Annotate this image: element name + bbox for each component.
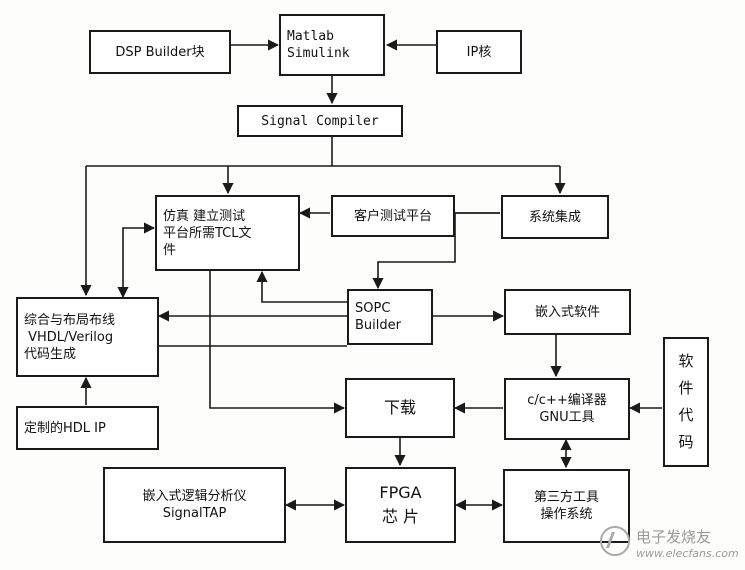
compiler-label-line2: GNU工具 (539, 410, 595, 425)
synthesis-label-line2: VHDL/Verilog (24, 329, 114, 345)
software-code-char1: 软 (678, 352, 694, 370)
system-integration-label: 系统集成 (528, 209, 581, 225)
fpga-label-line1: FPGA (379, 483, 422, 502)
arrow-simulation-to-download (209, 270, 346, 414)
fpga-label-line2: 芯 片 (381, 507, 420, 526)
logic-analyzer-label-line2: SignalTAP (162, 506, 227, 521)
watermark: 电子发烧友 www.elecfans.com (600, 520, 740, 564)
fpga-chip-box: FPGA 芯 片 (345, 467, 456, 543)
watermark-url: www.elecfans.com (636, 547, 739, 560)
watermark-text: 电子发烧友 (636, 528, 712, 546)
watermark-logo-icon (600, 526, 630, 556)
ip-core-box: IP核 (436, 30, 522, 74)
custom-hdl-ip-box: 定制的HDL IP (16, 406, 159, 450)
sopc-label-line1: SOPC (355, 301, 391, 316)
sopc-builder-box: SOPC Builder (347, 289, 433, 345)
sopc-label-line2: Builder (355, 318, 401, 333)
download-box: 下载 (345, 378, 455, 438)
software-code-char4: 码 (678, 433, 694, 451)
matlab-label-line1: Matlab (287, 29, 334, 44)
software-code-char2: 件 (678, 379, 694, 397)
arrow-sopc-to-simulation (256, 270, 347, 303)
client-test-platform-label: 客户测试平台 (353, 208, 432, 224)
compiler-box: c/c++编译器 GNU工具 (504, 378, 630, 440)
signal-compiler-box: Signal Compiler (237, 105, 403, 137)
compiler-label-line1: c/c++编译器 (527, 393, 607, 408)
system-integration-box: 系统集成 (501, 195, 609, 239)
third-party-tools-box: 第三方工具 操作系统 (503, 469, 630, 543)
embedded-software-label: 嵌入式软件 (534, 304, 600, 320)
arrow-system-to-sopc (372, 212, 500, 290)
synthesis-box: 综合与布局布线 VHDL/Verilog 代码生成 (16, 297, 159, 377)
dsp-builder-box: DSP Builder块 (89, 30, 231, 74)
matlab-simulink-box: Matlab Simulink (279, 14, 385, 76)
arrow-synthesis-simulation (117, 222, 156, 299)
synthesis-label-line3: 代码生成 (24, 346, 77, 362)
software-code-box: 软 件 代 码 (663, 337, 709, 467)
simulation-label-line3: 件 (163, 242, 177, 258)
download-label: 下载 (383, 398, 416, 417)
simulation-box: 仿真 建立测试 平台所需TCL文 件 (155, 195, 300, 271)
embedded-software-box: 嵌入式软件 (504, 289, 631, 335)
custom-hdl-ip-label: 定制的HDL IP (24, 420, 106, 436)
matlab-label-line2: Simulink (287, 46, 350, 61)
simulation-label-line1: 仿真 建立测试 (163, 208, 246, 224)
third-party-label-line2: 操作系统 (540, 507, 593, 522)
ip-core-label: IP核 (466, 44, 492, 60)
client-test-platform-box: 客户测试平台 (331, 195, 455, 237)
logic-analyzer-label-line1: 嵌入式逻辑分析仪 (142, 489, 247, 504)
third-party-label-line1: 第三方工具 (533, 490, 599, 505)
signal-compiler-label: Signal Compiler (261, 113, 379, 129)
simulation-label-line2: 平台所需TCL文 (163, 225, 252, 241)
synthesis-label-line1: 综合与布局布线 (24, 312, 116, 328)
software-code-char3: 代 (678, 406, 694, 424)
logic-analyzer-box: 嵌入式逻辑分析仪 SignalTAP (103, 467, 286, 543)
dsp-builder-label: DSP Builder块 (115, 44, 205, 60)
